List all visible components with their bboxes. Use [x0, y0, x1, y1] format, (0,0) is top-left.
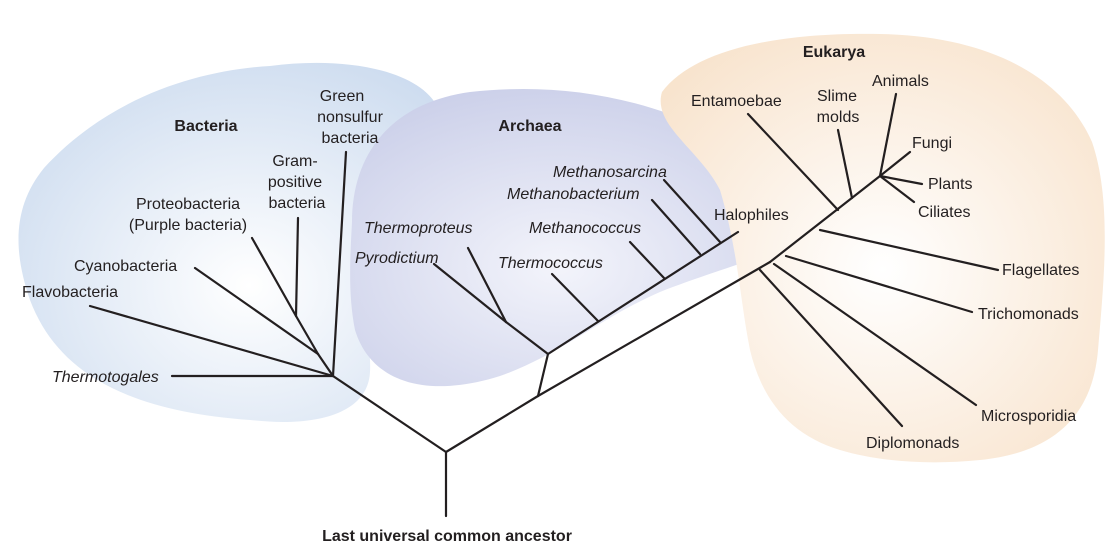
branch-gram-positive: [294, 216, 300, 318]
label-ciliates: Ciliates: [918, 204, 970, 221]
branch-thermoproteus: [466, 246, 508, 324]
label-thermotogales: Thermotogales: [52, 369, 159, 386]
branch-proteobacteria: [250, 236, 298, 318]
branch-thermococcus: [550, 272, 600, 323]
label-flagellates: Flagellates: [1002, 262, 1079, 279]
branch-green-nonsulfur: [331, 150, 348, 378]
branch-entamoebae: [746, 112, 840, 212]
label-cyanobacteria: Cyanobacteria: [74, 258, 177, 275]
label-flavobacteria: Flavobacteria: [22, 284, 118, 301]
label-thermoproteus: Thermoproteus: [364, 220, 473, 237]
crenarchaea-node: [504, 320, 550, 356]
branch-fungi: [878, 150, 912, 178]
label-trichomonads: Trichomonads: [978, 306, 1079, 323]
branch-microsporidia: [772, 262, 978, 407]
archaea-eukarya-stem: [536, 260, 772, 398]
label-methanosarcina: Methanosarcina: [553, 164, 667, 181]
branch-flavobacteria: [88, 304, 335, 378]
branch-pyrodictium: [432, 262, 508, 324]
archaea-stem: [536, 352, 550, 398]
branch-flagellates: [818, 228, 1000, 272]
label-diplomonads: Diplomonads: [866, 435, 959, 452]
label-gram-positive-line2: positive: [268, 174, 322, 191]
branch-trichomonads: [784, 254, 974, 314]
label-slime-molds-line2: molds: [817, 109, 860, 126]
label-methanobacterium: Methanobacterium: [507, 186, 640, 203]
branch-methanococcus: [628, 240, 666, 280]
label-thermococcus: Thermococcus: [498, 255, 603, 272]
tree-branches: [88, 92, 1000, 518]
branch-methanobacterium: [650, 198, 702, 256]
euryarchaea-stem: [546, 230, 740, 356]
label-entamoebae: Entamoebae: [691, 93, 782, 110]
archaea-region: [350, 88, 814, 387]
label-gram-positive-line3: bacteria: [269, 195, 326, 212]
label-plants: Plants: [928, 176, 972, 193]
branch-slime-molds: [836, 128, 854, 200]
domain-label-archaea: Archaea: [498, 118, 561, 135]
eukarya-stem: [768, 174, 882, 264]
label-methanococcus: Methanococcus: [529, 220, 641, 237]
label-pyrodictium: Pyrodictium: [355, 250, 439, 267]
label-animals: Animals: [872, 73, 929, 90]
main-stem: [444, 394, 540, 454]
bacteria-stem: [331, 374, 448, 454]
label-microsporidia: Microsporidia: [981, 408, 1076, 425]
domain-label-bacteria: Bacteria: [174, 118, 237, 135]
branch-cyanobacteria: [193, 266, 320, 356]
label-proteobacteria-line2: (Purple bacteria): [129, 217, 247, 234]
label-green-nonsulfur-line3: bacteria: [322, 130, 379, 147]
bacteria-inner-2: [294, 314, 320, 356]
label-halophiles: Halophiles: [714, 207, 789, 224]
branch-methanosarcina: [662, 178, 722, 244]
label-green-nonsulfur-line2: nonsulfur: [317, 109, 383, 126]
label-gram-positive-line1: Gram-: [272, 153, 317, 170]
branch-animals: [878, 92, 898, 178]
branch-plants: [878, 174, 924, 186]
domain-label-eukarya: Eukarya: [803, 44, 865, 61]
label-green-nonsulfur-line1: Green: [320, 88, 364, 105]
root-label: Last universal common ancestor: [322, 528, 572, 545]
label-proteobacteria-line1: Proteobacteria: [136, 196, 240, 213]
branch-ciliates: [878, 174, 916, 204]
label-fungi: Fungi: [912, 135, 952, 152]
bacteria-inner: [316, 352, 335, 378]
branch-diplomonads: [758, 268, 904, 428]
label-slime-molds-line1: Slime: [817, 88, 857, 105]
eukarya-region: [660, 33, 1105, 463]
bacteria-region: [18, 62, 438, 422]
